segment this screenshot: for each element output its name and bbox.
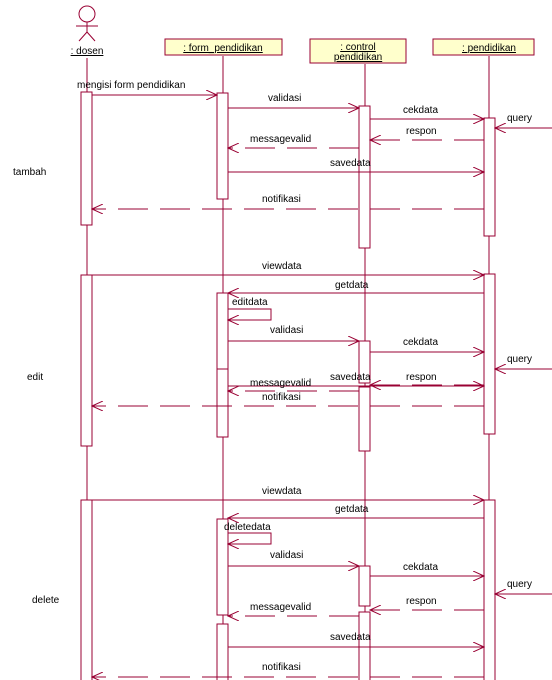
section-label-edit: edit xyxy=(27,372,43,383)
message-label: viewdata xyxy=(262,261,302,272)
object-box xyxy=(309,38,407,64)
message-label: messagevalid xyxy=(250,378,311,389)
object-control-pendidikan[interactable]: : control pendidikan xyxy=(309,38,407,64)
object-label-line1: : control xyxy=(340,42,376,53)
message-label: query xyxy=(507,579,532,590)
message-label: validasi xyxy=(268,93,301,104)
message-arrow-self xyxy=(228,308,272,320)
object-label-line2: pendidikan xyxy=(334,52,382,63)
message-label: viewdata xyxy=(262,486,302,497)
activation-control-edit-1 xyxy=(358,340,371,384)
message-label: query xyxy=(507,113,532,124)
message-label: editdata xyxy=(232,297,268,308)
message-label: query xyxy=(507,354,532,365)
message-label: cekdata xyxy=(403,562,438,573)
activation-pendidikan-delete xyxy=(483,499,496,680)
activation-dosen-delete xyxy=(80,499,93,680)
message-label: respon xyxy=(406,126,437,137)
activation-form-edit-2 xyxy=(216,368,229,438)
activation-control-edit-2 xyxy=(358,386,371,452)
object-pendidikan[interactable]: : pendidikan xyxy=(432,38,535,56)
actor-label: : dosen xyxy=(71,46,104,57)
section-label-tambah: tambah xyxy=(13,167,46,178)
actor-dosen[interactable]: : dosen xyxy=(71,5,104,57)
message-label: messagevalid xyxy=(250,602,311,613)
message-label: validasi xyxy=(270,550,303,561)
actor-left-leg xyxy=(78,31,88,42)
message-label: savedata xyxy=(330,372,371,383)
message-label: messagevalid xyxy=(250,134,311,145)
activation-form-delete-2 xyxy=(216,623,229,680)
object-label: : pendidikan xyxy=(462,43,516,54)
section-label-delete: delete xyxy=(32,595,60,606)
activation-pendidikan-tambah xyxy=(483,117,496,237)
activation-control-tambah xyxy=(358,105,371,249)
message-label: getdata xyxy=(335,280,369,291)
activation-control-delete-2 xyxy=(358,611,371,680)
object-box xyxy=(164,38,283,56)
activation-form-tambah xyxy=(216,92,229,200)
activation-dosen-tambah xyxy=(80,91,93,226)
message-label: cekdata xyxy=(403,337,438,348)
message-arrow-self xyxy=(228,532,272,544)
message-label: getdata xyxy=(335,504,369,515)
activation-form-delete-1 xyxy=(216,518,229,616)
message-label: validasi xyxy=(270,325,303,336)
message-label: cekdata xyxy=(403,105,438,116)
object-form-pendidikan[interactable]: : form_pendidikan xyxy=(164,38,283,56)
message-label: deletedata xyxy=(224,522,271,533)
activation-dosen-edit xyxy=(80,274,93,447)
message-label: mengisi form pendidikan xyxy=(77,80,185,91)
object-box xyxy=(432,38,535,56)
activation-pendidikan-edit xyxy=(483,273,496,435)
message-label: savedata xyxy=(330,158,371,169)
message-label: respon xyxy=(406,596,437,607)
activation-control-delete-1 xyxy=(358,565,371,607)
message-label: respon xyxy=(406,372,437,383)
actor-head-icon xyxy=(78,5,96,23)
message-label: notifikasi xyxy=(262,194,301,205)
actor-right-leg xyxy=(86,31,96,42)
message-label: notifikasi xyxy=(262,662,301,673)
object-label: : form_pendidikan xyxy=(183,43,263,54)
message-label: notifikasi xyxy=(262,392,301,403)
message-label: savedata xyxy=(330,632,371,643)
